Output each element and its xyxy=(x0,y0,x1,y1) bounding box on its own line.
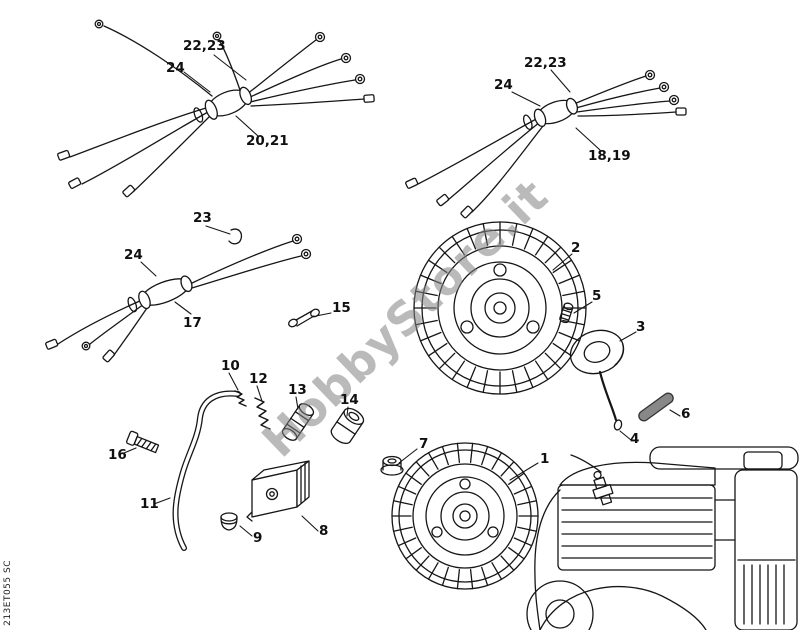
engine-art xyxy=(526,446,799,630)
callout-3: 3 xyxy=(636,319,646,335)
callout-11: 11 xyxy=(140,496,159,512)
callout-15: 15 xyxy=(332,300,351,316)
lever-15-art xyxy=(288,308,320,328)
callout-4: 4 xyxy=(630,431,640,447)
bolt-5-art xyxy=(559,302,574,324)
wire-4-art xyxy=(598,370,623,431)
callout-12: 12 xyxy=(249,371,268,387)
grommet-9-art xyxy=(220,512,238,531)
callout-24-topright: 24 xyxy=(494,77,513,93)
ignition-coil-8-art xyxy=(246,460,310,522)
harness-top-left-art xyxy=(57,19,375,198)
callout-8: 8 xyxy=(319,523,329,539)
callout-16: 16 xyxy=(108,447,127,463)
spark-plug-icon xyxy=(592,470,614,506)
pin-6-art xyxy=(638,392,674,422)
clip-23-art xyxy=(228,228,243,245)
nut-7-art xyxy=(380,455,404,476)
callout-14: 14 xyxy=(340,392,359,408)
callout-20-21: 20,21 xyxy=(246,133,289,149)
flywheel-2-art xyxy=(413,221,587,395)
callout-23-middle: 23 xyxy=(193,210,212,226)
ignition-module-3-art xyxy=(569,329,625,375)
flywheel-1-art xyxy=(391,442,539,590)
callout-9: 9 xyxy=(253,530,263,546)
callout-24-topleft: 24 xyxy=(166,60,185,76)
sleeve-14-art xyxy=(330,407,365,445)
sheet-code: 213ET055 SC xyxy=(3,560,13,626)
spring-10-art xyxy=(234,390,247,407)
callout-22-23-topleft: 22,23 xyxy=(183,38,226,54)
harness-top-right-art xyxy=(405,69,687,219)
callout-7: 7 xyxy=(419,436,429,452)
callout-1: 1 xyxy=(540,451,550,467)
callout-22-23-topright: 22,23 xyxy=(524,55,567,71)
callout-10: 10 xyxy=(221,358,240,374)
leader-lines xyxy=(123,54,681,537)
callout-2: 2 xyxy=(571,240,581,256)
screw-16-art xyxy=(126,430,160,454)
tube-11-art xyxy=(172,390,241,551)
callout-18-19: 18,19 xyxy=(588,148,631,164)
plug-boot-13-art xyxy=(281,403,315,441)
callout-5: 5 xyxy=(592,288,602,304)
harness-middle-art xyxy=(45,228,312,363)
spring-12-art xyxy=(254,397,271,430)
callout-17: 17 xyxy=(183,315,202,331)
callout-6: 6 xyxy=(681,406,691,422)
callout-24-middle: 24 xyxy=(124,247,143,263)
callout-13: 13 xyxy=(288,382,307,398)
